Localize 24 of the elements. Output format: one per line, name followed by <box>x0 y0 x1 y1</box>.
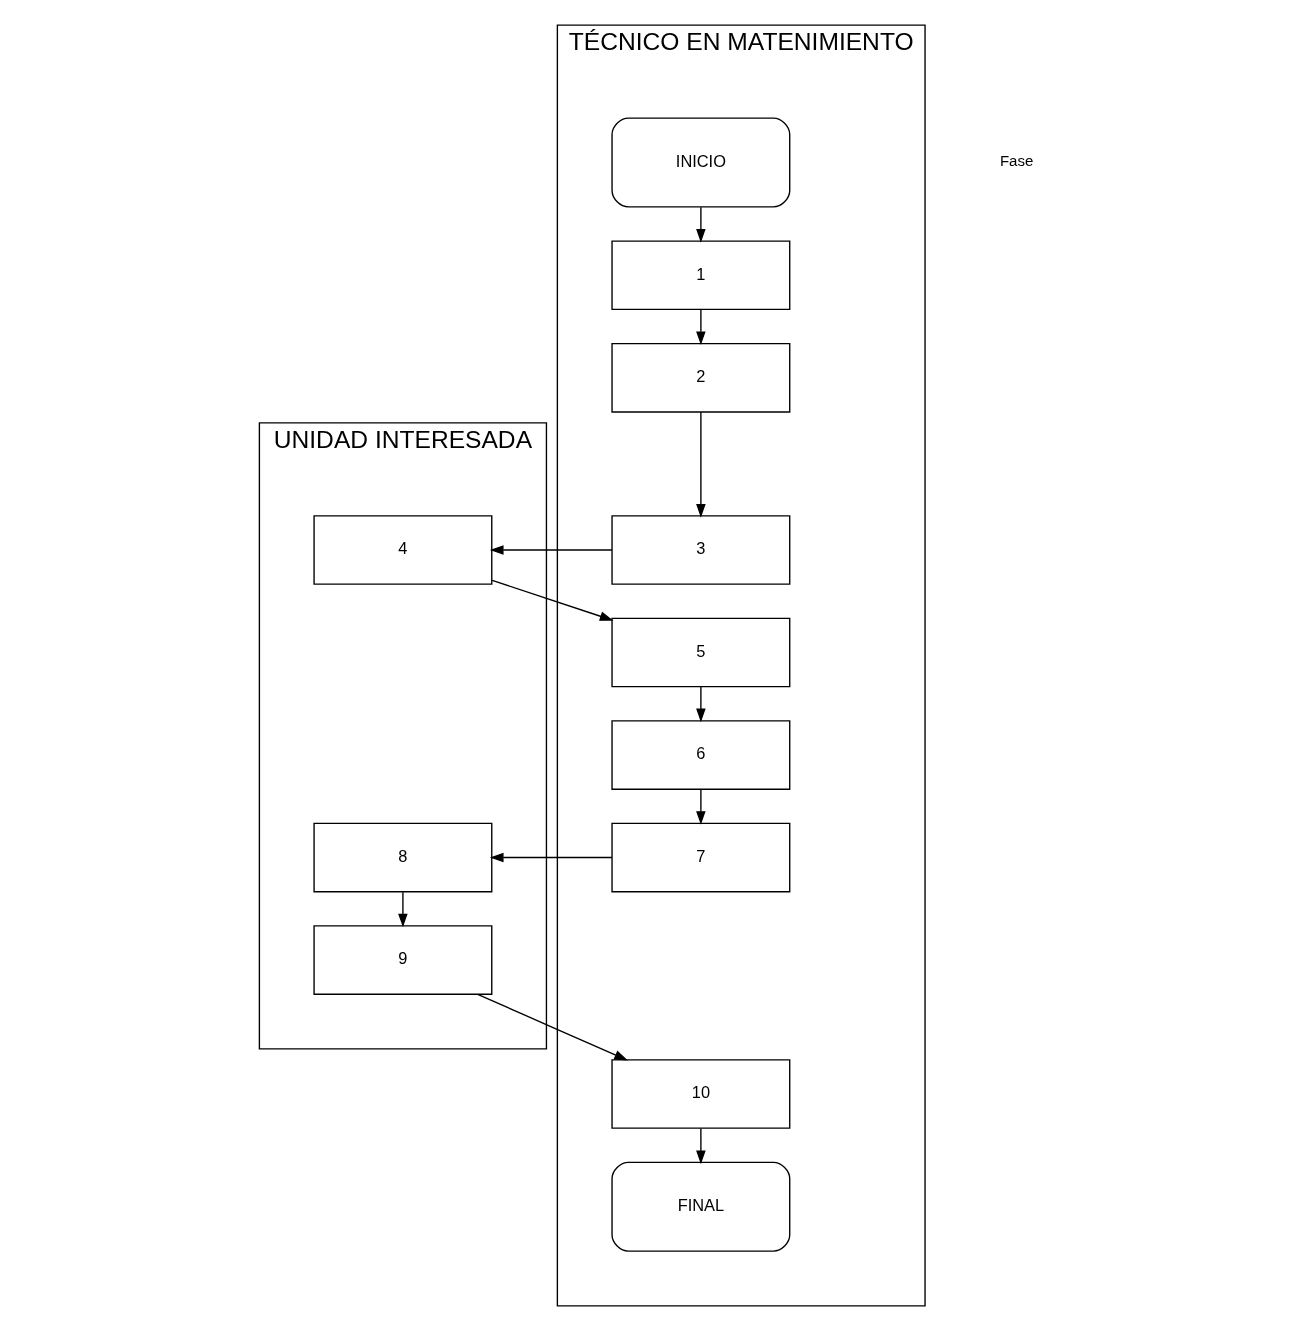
arrow <box>696 309 706 346</box>
node-box: 4 <box>313 515 493 585</box>
arrow <box>489 545 613 555</box>
node-box: 1 <box>611 240 791 311</box>
arrow <box>696 411 706 518</box>
arrow <box>696 1127 706 1165</box>
node-box: 2 <box>611 342 791 413</box>
node-box: 5 <box>611 617 791 688</box>
arrow <box>398 891 408 928</box>
node-box: 3 <box>611 515 791 585</box>
node-box: 10 <box>611 1059 791 1129</box>
arrow <box>477 993 628 1061</box>
node-box: FINAL <box>611 1161 791 1252</box>
node-box: INICIO <box>611 117 791 208</box>
arrow <box>489 852 613 863</box>
node-box: 7 <box>611 822 791 893</box>
arrow <box>491 579 614 621</box>
node-box: 8 <box>313 822 493 893</box>
arrow <box>696 686 706 723</box>
node-box: 6 <box>611 720 791 790</box>
arrow <box>696 788 706 825</box>
node-box: 9 <box>313 925 493 995</box>
label: Fase <box>999 152 1034 170</box>
arrow <box>696 206 706 243</box>
